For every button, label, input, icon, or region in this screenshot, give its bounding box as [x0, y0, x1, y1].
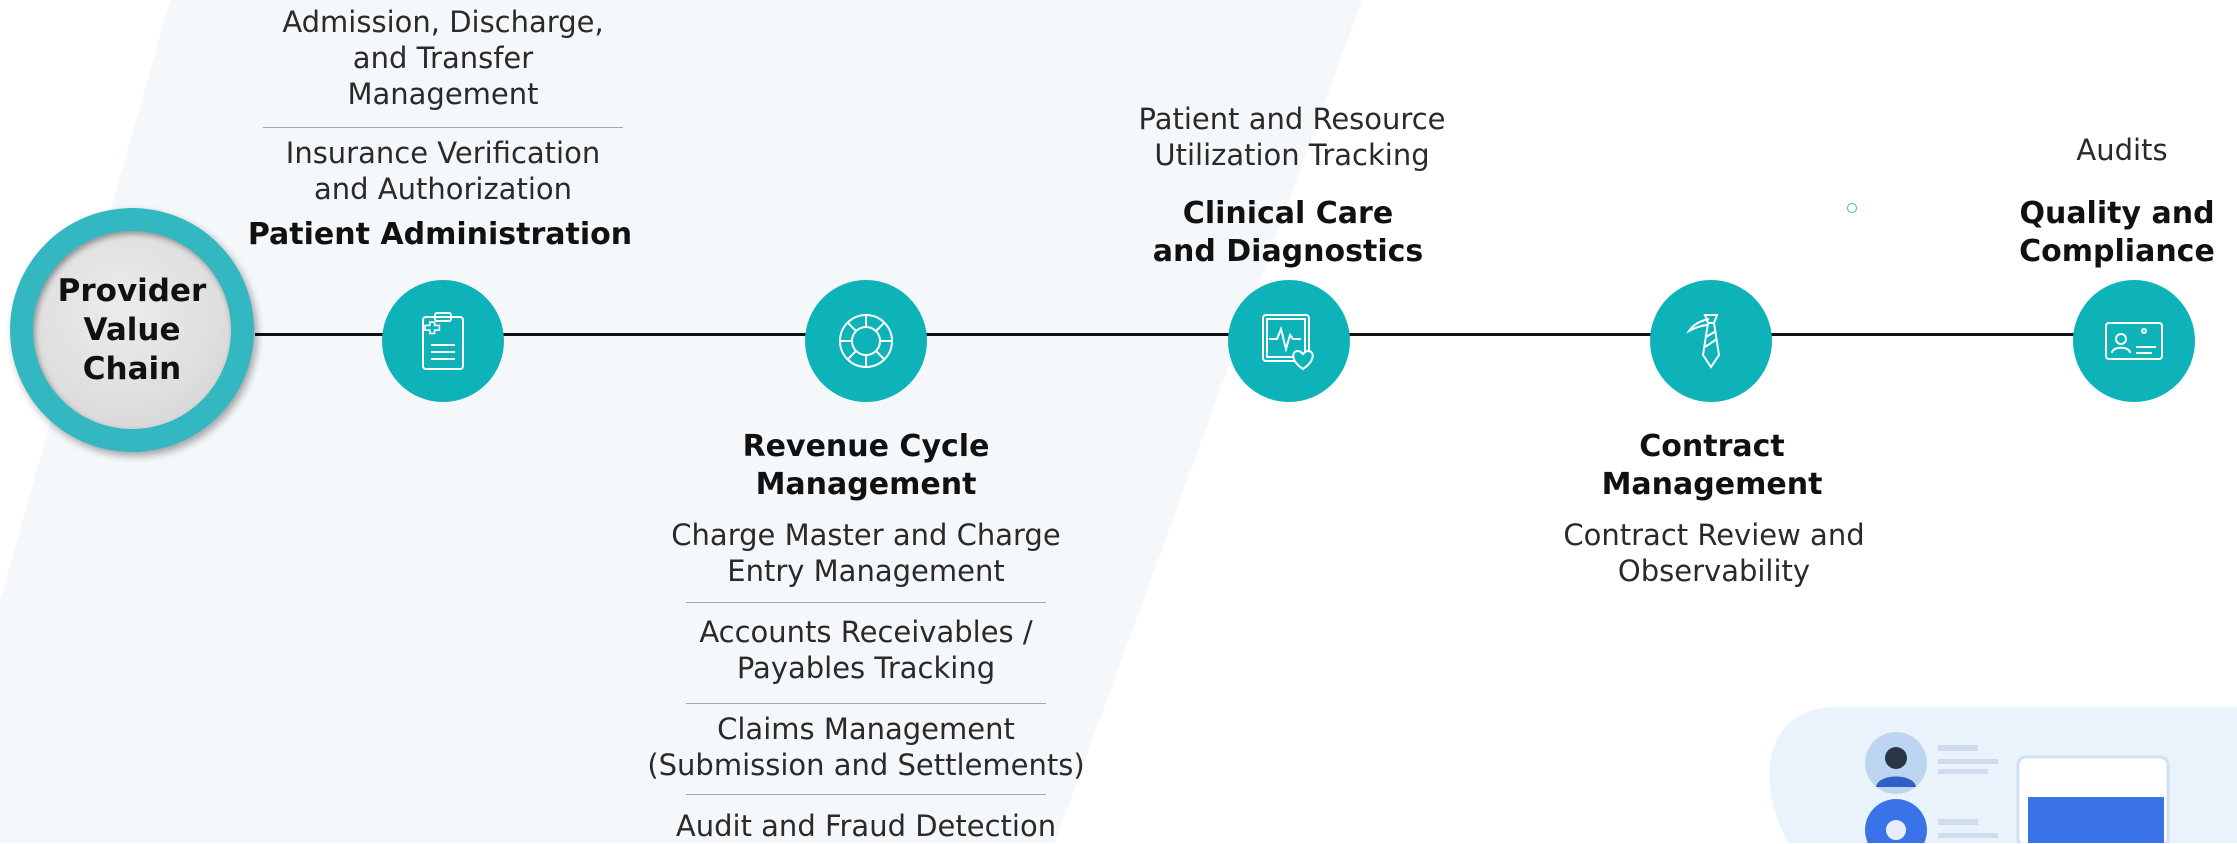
- stage-item: Patient and Resource Utilization Trackin…: [1138, 102, 1446, 172]
- stage-node-contract-management: [1650, 280, 1772, 402]
- id-card-icon: [2105, 322, 2163, 360]
- lifebuoy-icon: [839, 314, 893, 368]
- clipboard-icon: [422, 312, 464, 370]
- stage-node-patient-administration: [382, 280, 504, 402]
- people-directory-illustration: [1769, 707, 2237, 843]
- stage-title: Patient Administration: [247, 217, 633, 252]
- provider-value-chain-hub: Provider Value Chain: [10, 208, 254, 452]
- stage-title: Revenue Cycle Management: [742, 429, 990, 502]
- item-separator: [263, 127, 623, 128]
- stage-node-revenue-cycle: [805, 280, 927, 402]
- item-separator: [686, 794, 1046, 795]
- item-separator: [686, 703, 1046, 704]
- heart-monitor-icon: [1262, 314, 1314, 371]
- stage-item: Charge Master and Charge Entry Managemen…: [671, 518, 1061, 588]
- stage-item: Insurance Verification and Authorization: [285, 136, 601, 206]
- stage-title: Contract Management: [1601, 429, 1823, 502]
- stage-item: Audit and Fraud Detection: [675, 809, 1057, 843]
- necktie-icon: [1686, 314, 1721, 369]
- stage-node-quality-compliance: [2073, 280, 2195, 402]
- decorative-dot: [1847, 203, 1857, 213]
- stage-item: Admission, Discharge, and Transfer Manag…: [282, 5, 604, 111]
- stage-item: Claims Management (Submission and Settle…: [647, 712, 1085, 782]
- stage-item: Accounts Receivables / Payables Tracking: [699, 615, 1033, 685]
- item-separator: [686, 602, 1046, 603]
- stage-title: Quality and Compliance: [2019, 196, 2215, 269]
- stage-item: Audits: [2076, 133, 2168, 167]
- stage-item: Contract Review and Observability: [1563, 518, 1865, 588]
- stage-title: Clinical Care and Diagnostics: [1152, 196, 1424, 269]
- stage-node-clinical-care: [1228, 280, 1350, 402]
- hub-label: Provider Value Chain: [57, 272, 207, 387]
- timeline-line: [255, 333, 2135, 336]
